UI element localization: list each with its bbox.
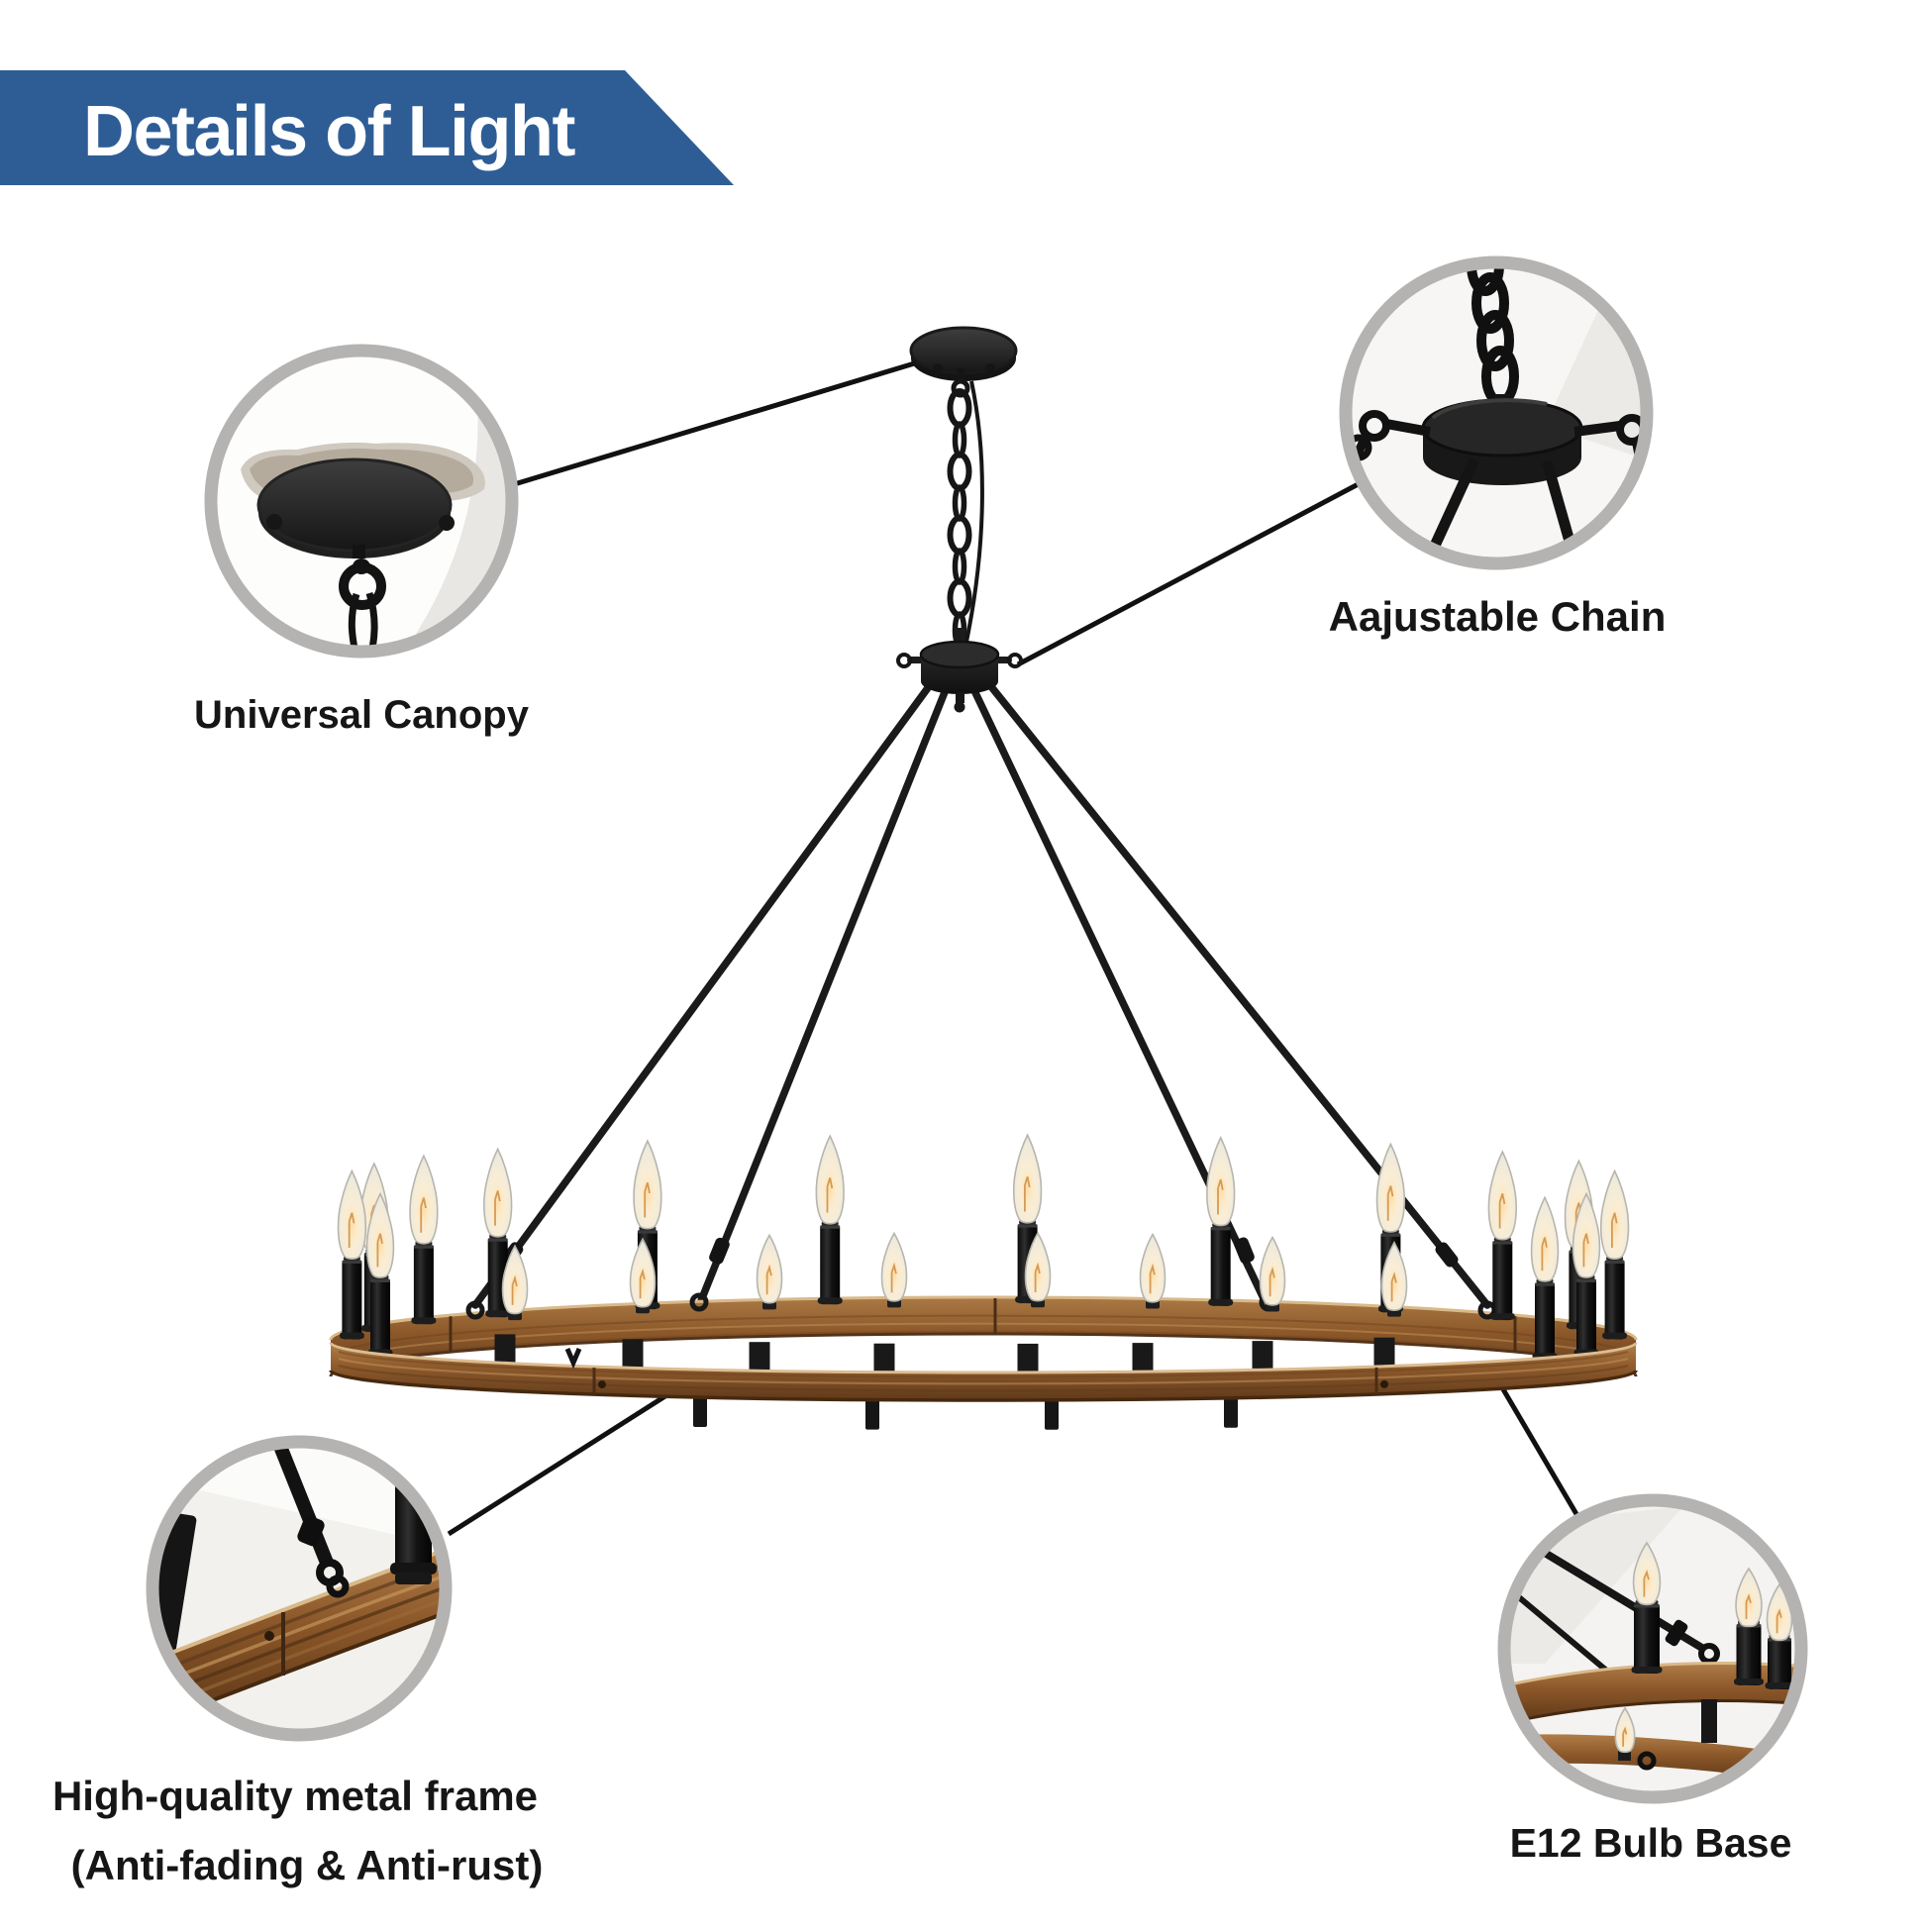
svg-text:(Anti-fading & Anti-rust): (Anti-fading & Anti-rust) (71, 1842, 544, 1888)
svg-text:Aajustable Chain: Aajustable Chain (1329, 593, 1667, 640)
svg-text:E12 Bulb Base: E12 Bulb Base (1510, 1820, 1792, 1866)
svg-text:High-quality metal frame: High-quality metal frame (52, 1773, 538, 1819)
svg-text:Universal Canopy: Universal Canopy (194, 693, 530, 737)
svg-text:Details of Light: Details of Light (83, 92, 576, 171)
